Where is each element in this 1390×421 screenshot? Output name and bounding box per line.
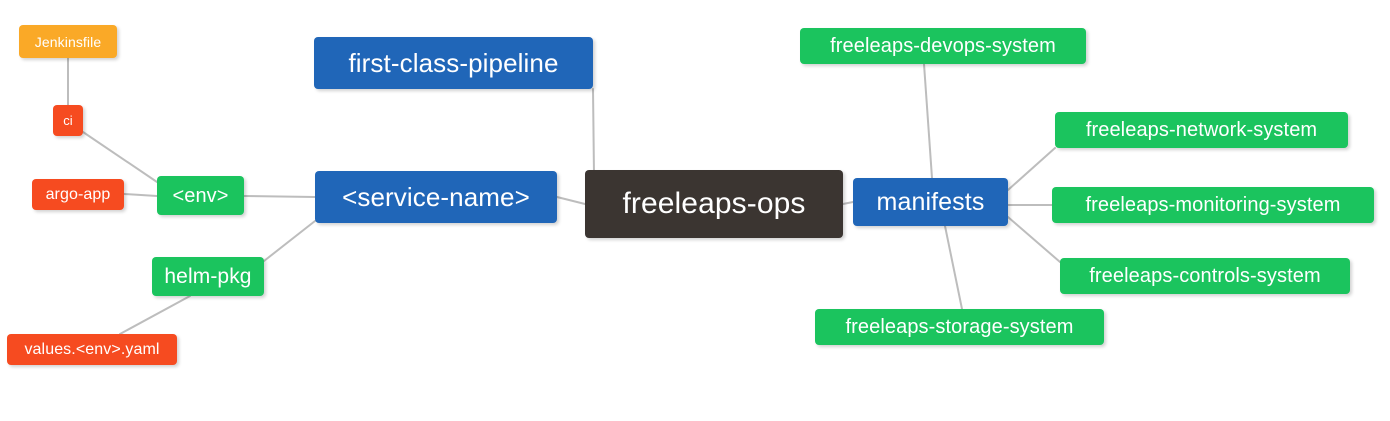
edge-service-name-to-env <box>243 195 316 198</box>
node-ci[interactable]: ci <box>53 105 83 136</box>
edge-manifests-to-freeleaps-controls-system <box>1007 216 1061 263</box>
node-label: ci <box>63 113 73 128</box>
node-argo-app[interactable]: argo-app <box>32 179 124 210</box>
node-label: freeleaps-network-system <box>1085 119 1318 141</box>
node-label: first-class-pipeline <box>348 48 559 78</box>
edge-freeleaps-ops-to-service-name <box>556 196 586 205</box>
edge-helm-pkg-to-values-env-yaml <box>119 295 191 335</box>
node-freeleaps-network-system[interactable]: freeleaps-network-system <box>1055 112 1348 148</box>
node-values-env-yaml[interactable]: values.<env>.yaml <box>7 334 177 365</box>
edge-manifests-to-freeleaps-devops-system <box>923 63 933 179</box>
node-label: <service-name> <box>342 182 530 212</box>
node-label: freeleaps-ops <box>622 187 806 220</box>
node-freeleaps-controls-system[interactable]: freeleaps-controls-system <box>1060 258 1350 294</box>
node-env[interactable]: <env> <box>157 176 244 215</box>
node-helm-pkg[interactable]: helm-pkg <box>152 257 264 296</box>
node-label: <env> <box>172 184 229 207</box>
node-freeleaps-storage-system[interactable]: freeleaps-storage-system <box>815 309 1104 345</box>
node-label: freeleaps-controls-system <box>1089 265 1321 287</box>
node-label: Jenkinsfile <box>34 33 102 50</box>
node-label: manifests <box>876 187 985 216</box>
edge-env-to-ci <box>82 131 158 183</box>
edge-freeleaps-ops-to-first-class-pipeline <box>592 88 595 176</box>
node-label: helm-pkg <box>164 265 252 288</box>
node-first-class-pipeline[interactable]: first-class-pipeline <box>314 37 593 89</box>
node-label: argo-app <box>45 185 111 203</box>
node-label: freeleaps-devops-system <box>830 35 1056 57</box>
node-manifests[interactable]: manifests <box>853 178 1008 226</box>
node-label: values.<env>.yaml <box>24 340 160 358</box>
node-service-name[interactable]: <service-name> <box>315 171 557 223</box>
node-freeleaps-ops[interactable]: freeleaps-ops <box>585 170 843 238</box>
node-label: freeleaps-storage-system <box>845 316 1074 338</box>
edge-manifests-to-freeleaps-storage-system <box>944 225 963 310</box>
edge-service-name-to-helm-pkg <box>263 220 316 262</box>
node-label: freeleaps-monitoring-system <box>1085 194 1341 216</box>
edge-env-to-argo-app <box>123 193 158 197</box>
edge-manifests-to-freeleaps-network-system <box>1007 147 1056 191</box>
node-freeleaps-devops-system[interactable]: freeleaps-devops-system <box>800 28 1086 64</box>
node-freeleaps-monitoring-system[interactable]: freeleaps-monitoring-system <box>1052 187 1374 223</box>
edge-freeleaps-ops-to-manifests <box>842 201 854 205</box>
node-jenkinsfile[interactable]: Jenkinsfile <box>19 25 117 58</box>
